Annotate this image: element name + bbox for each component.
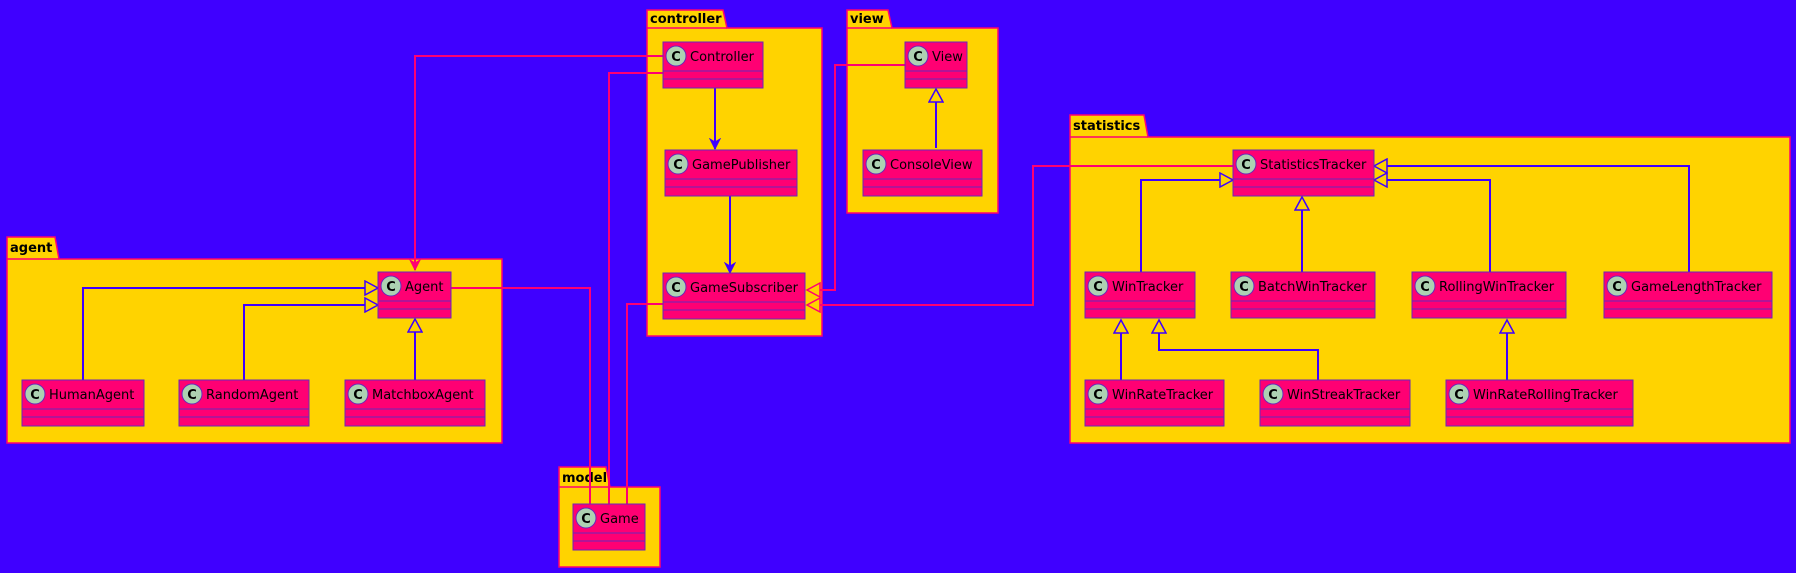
class-icon <box>865 153 887 175</box>
edge-gamelengthtracker-extends-statisticstracker <box>1374 166 1690 272</box>
class-gamelengthtracker[interactable]: C GameLengthTracker <box>1603 271 1773 319</box>
package-label-agent: agent <box>10 241 52 256</box>
edge-randomagent-extends-agent <box>243 305 378 380</box>
class-icon-letter: C <box>386 280 396 295</box>
class-icon-letter: C <box>871 158 881 173</box>
edge-gamesubscriber-to-game <box>627 303 663 515</box>
edge-winstreaktracker-extends-wintracker <box>1159 320 1319 380</box>
class-icon-letter: C <box>581 512 591 527</box>
class-icon-letter: C <box>1093 280 1103 295</box>
edge-rollingwintracker-extends-statisticstracker <box>1374 180 1491 272</box>
class-icon <box>1235 153 1257 175</box>
class-label-gamelengthtracker: GameLengthTracker <box>1631 280 1762 295</box>
class-icon <box>1087 383 1109 405</box>
class-icon <box>665 45 687 67</box>
package-label-statistics: statistics <box>1073 119 1141 134</box>
class-icon-letter: C <box>353 388 363 403</box>
class-label-batchwintracker: BatchWinTracker <box>1258 280 1367 295</box>
class-icon-letter: C <box>1612 280 1622 295</box>
class-icon <box>380 275 402 297</box>
class-label-consoleview: ConsoleView <box>890 158 973 173</box>
class-humanagent[interactable]: C HumanAgent <box>21 379 145 427</box>
edge-view-implements-gamesubscriber <box>807 64 905 290</box>
class-matchboxagent[interactable]: C MatchboxAgent <box>344 379 486 427</box>
class-icon <box>575 507 597 529</box>
class-label-humanagent: HumanAgent <box>49 388 134 403</box>
class-label-gamesubscriber: GameSubscriber <box>690 281 799 296</box>
edge-wintracker-extends-statisticstracker <box>1140 180 1233 272</box>
class-randomagent[interactable]: C RandomAgent <box>178 379 310 427</box>
class-icon-letter: C <box>913 50 923 65</box>
class-view[interactable]: C View <box>904 41 968 89</box>
class-icon-letter: C <box>187 388 197 403</box>
class-game[interactable]: C Game <box>572 503 646 551</box>
class-label-randomagent: RandomAgent <box>206 388 298 403</box>
class-consoleview[interactable]: C ConsoleView <box>862 149 983 197</box>
class-controller[interactable]: C Controller <box>662 41 764 89</box>
class-label-controller: Controller <box>690 50 755 65</box>
class-icon <box>1233 275 1255 297</box>
edge-humanagent-extends-agent <box>82 288 378 380</box>
class-icon <box>665 276 687 298</box>
class-label-gamepublisher: GamePublisher <box>692 158 791 173</box>
class-icon <box>1606 275 1628 297</box>
class-wintracker[interactable]: C WinTracker <box>1084 271 1196 319</box>
class-winstreaktracker[interactable]: C WinStreakTracker <box>1259 379 1411 427</box>
class-icon-letter: C <box>1093 388 1103 403</box>
class-icon-letter: C <box>30 388 40 403</box>
class-label-winraterollingtracker: WinRateRollingTracker <box>1473 388 1619 403</box>
class-label-statisticstracker: StatisticsTracker <box>1260 158 1367 173</box>
class-icon <box>1087 275 1109 297</box>
class-label-agent: Agent <box>405 280 443 295</box>
class-icon-letter: C <box>1454 388 1464 403</box>
class-icon <box>24 383 46 405</box>
edge-controller-to-game <box>609 72 663 515</box>
class-batchwintracker[interactable]: C BatchWinTracker <box>1230 271 1376 319</box>
class-icon <box>1262 383 1284 405</box>
class-icon-letter: C <box>671 281 681 296</box>
class-label-wintracker: WinTracker <box>1112 280 1184 295</box>
class-statisticstracker[interactable]: C StatisticsTracker <box>1232 149 1375 197</box>
class-icon-letter: C <box>1268 388 1278 403</box>
class-icon <box>347 383 369 405</box>
class-rollingwintracker[interactable]: C RollingWinTracker <box>1411 271 1567 319</box>
edge-controller-to-agent <box>415 55 663 270</box>
class-icon-letter: C <box>673 158 683 173</box>
class-winratetracker[interactable]: C WinRateTracker <box>1084 379 1225 427</box>
class-icon-letter: C <box>1420 280 1430 295</box>
class-icon <box>907 45 929 67</box>
class-icon <box>667 153 689 175</box>
edge-statisticstracker-implements-gamesubscriber <box>807 165 1233 305</box>
class-label-rollingwintracker: RollingWinTracker <box>1439 280 1555 295</box>
class-winraterollingtracker[interactable]: C WinRateRollingTracker <box>1445 379 1634 427</box>
class-label-winstreaktracker: WinStreakTracker <box>1287 388 1401 403</box>
class-label-game: Game <box>600 512 639 527</box>
class-icon-letter: C <box>671 50 681 65</box>
class-icon-letter: C <box>1241 158 1251 173</box>
class-label-view: View <box>932 50 963 65</box>
class-agent[interactable]: C Agent <box>377 271 452 319</box>
class-icon <box>1414 275 1436 297</box>
edge-agent-to-game <box>451 287 590 515</box>
class-label-winratetracker: WinRateTracker <box>1112 388 1214 403</box>
class-label-matchboxagent: MatchboxAgent <box>372 388 474 403</box>
package-label-controller: controller <box>650 12 722 27</box>
class-icon <box>181 383 203 405</box>
class-gamesubscriber[interactable]: C GameSubscriber <box>662 272 806 320</box>
package-label-view: view <box>850 12 884 27</box>
class-gamepublisher[interactable]: C GamePublisher <box>664 149 798 197</box>
package-label-model: model <box>562 471 607 486</box>
class-icon-letter: C <box>1239 280 1249 295</box>
class-icon <box>1448 383 1470 405</box>
